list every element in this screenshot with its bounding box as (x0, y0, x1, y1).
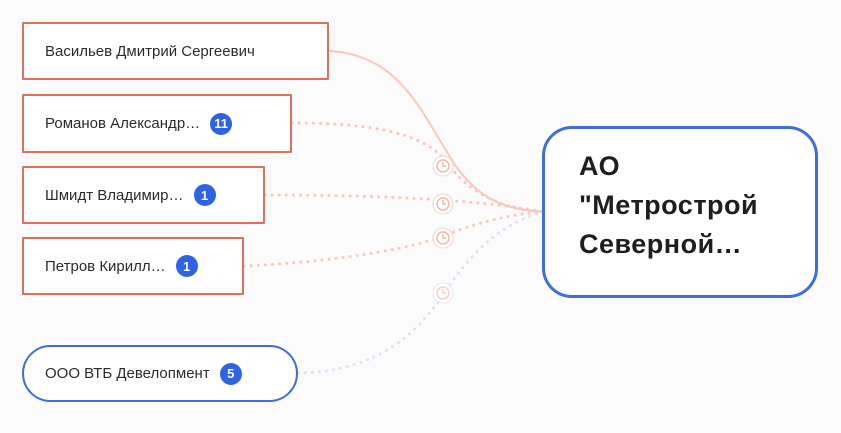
node-label: ООО ВТБ Девелопмент (45, 365, 210, 382)
node-label: Петров Кирилл… (45, 257, 166, 275)
count-badge: 11 (210, 112, 233, 135)
clock-icon[interactable] (432, 155, 454, 177)
target-label-line: АО (579, 151, 621, 181)
link-petrov (242, 210, 547, 268)
count-badge: 5 (219, 362, 242, 385)
link-vasiliev (328, 50, 546, 213)
node-label: Романов Александр… (45, 115, 201, 132)
clock-icon[interactable] (432, 282, 454, 304)
link-romanov (290, 121, 547, 214)
clock-icon[interactable] (432, 193, 454, 215)
link-vtb (296, 210, 547, 375)
node-romanov[interactable]: Романов Александр… 11 (22, 94, 292, 153)
node-shmidt[interactable]: Шмидт Владимир… 1 (22, 166, 265, 224)
target-label-line: Северной… (579, 229, 743, 259)
node-vtb[interactable]: ООО ВТБ Девелопмент 5 (22, 345, 298, 402)
count-badge: 1 (175, 255, 198, 277)
node-label: Шмидт Владимир… (45, 186, 184, 204)
node-petrov[interactable]: Петров Кирилл… 1 (22, 237, 244, 295)
count-badge: 1 (193, 184, 216, 206)
clock-icon[interactable] (432, 227, 454, 249)
target-node-metrostroy[interactable]: АО "Метрострой Северной… (542, 126, 818, 298)
node-label: Васильев Дмитрий Сергеевич (45, 42, 255, 60)
link-shmidt (263, 193, 547, 214)
node-vasiliev[interactable]: Васильев Дмитрий Сергеевич (22, 22, 329, 80)
target-label-line: "Метрострой (579, 190, 759, 220)
